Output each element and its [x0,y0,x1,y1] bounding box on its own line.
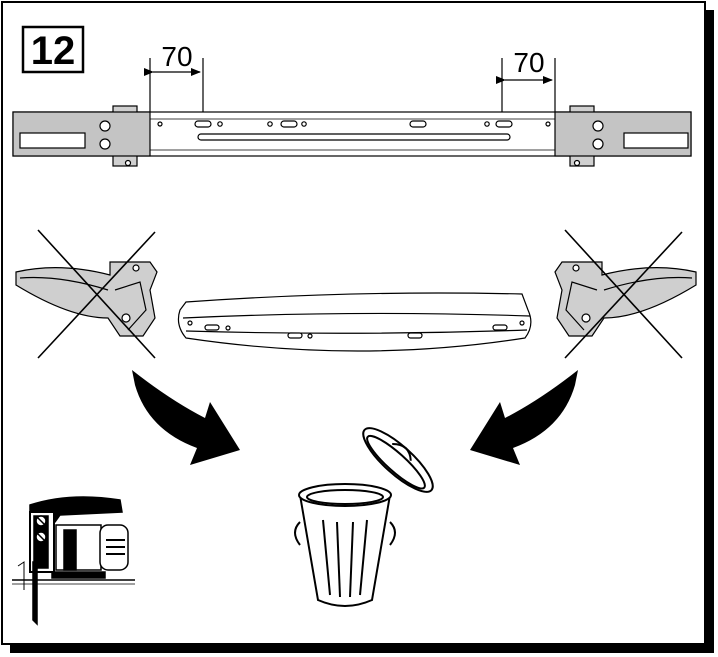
removed-bracket-left [15,229,158,359]
jigsaw-icon [12,496,135,626]
removed-bracket-right [554,229,697,359]
bumper-beam-top [12,105,692,167]
dimension-right-value: 70 [513,47,544,78]
dimension-left: 70 [144,41,204,114]
trash-can-icon [294,427,434,607]
step-number: 12 [31,29,76,73]
arrow-left-to-bin-icon [132,370,240,465]
arrow-right-to-bin-icon [470,370,578,465]
step-number-box: 12 [21,25,85,74]
dimension-right: 70 [496,47,556,114]
dimension-left-value: 70 [161,41,192,72]
bumper-beam-middle [177,292,532,352]
